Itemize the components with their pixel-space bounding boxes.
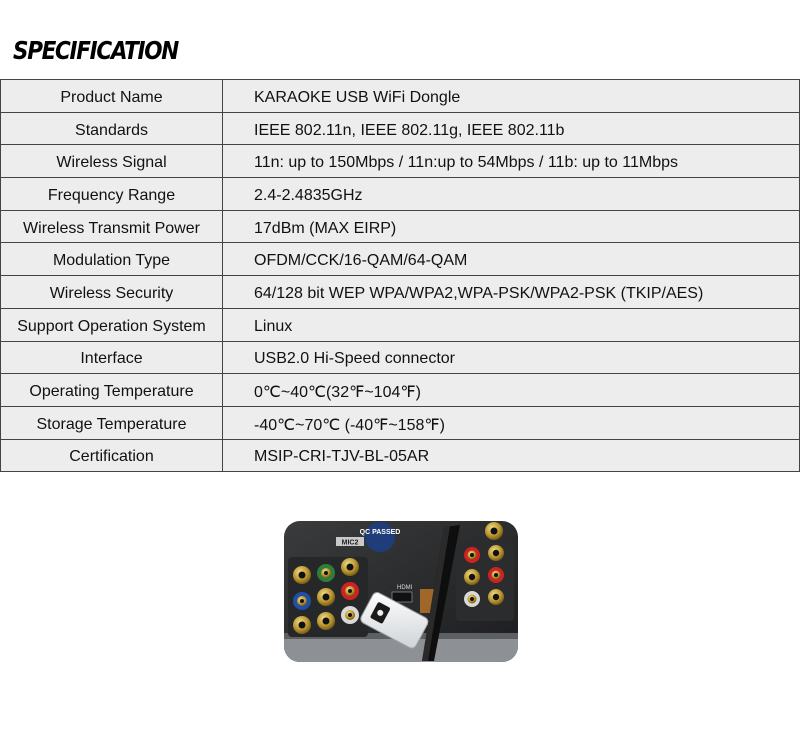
- table-row: Wireless Transmit Power 17dBm (MAX EIRP): [0, 209, 800, 244]
- spec-value: 17dBm (MAX EIRP): [222, 209, 800, 244]
- spec-value: MSIP-CRI-TJV-BL-05AR: [222, 438, 800, 473]
- spec-table: Product Name KARAOKE USB WiFi Dongle Sta…: [0, 79, 800, 473]
- table-row: Frequency Range 2.4-2.4835GHz: [0, 177, 800, 211]
- spec-value: USB2.0 Hi-Speed connector: [222, 340, 800, 375]
- table-row: Wireless Security 64/128 bit WEP WPA/WPA…: [0, 275, 800, 309]
- spec-label: Operating Temperature: [0, 373, 223, 407]
- spec-value: Linux: [222, 307, 800, 342]
- spec-value: KARAOKE USB WiFi Dongle: [222, 79, 800, 113]
- page-title: SPECIFICATION: [13, 36, 179, 65]
- spec-label: Wireless Signal: [0, 144, 223, 179]
- spec-label: Storage Temperature: [0, 405, 223, 440]
- panel-label: MIC2: [342, 540, 359, 547]
- spec-value: -40℃~70℃ (-40℉~158℉): [222, 405, 800, 440]
- port-label: HDMI: [397, 585, 413, 591]
- spec-label: Wireless Security: [0, 275, 223, 309]
- table-row: Certification MSIP-CRI-TJV-BL-05AR: [0, 438, 800, 473]
- spec-label: Certification: [0, 438, 223, 473]
- spec-value: 2.4-2.4835GHz: [222, 177, 800, 211]
- spec-label: Support Operation System: [0, 307, 223, 342]
- spec-label: Modulation Type: [0, 242, 223, 277]
- spec-label: Interface: [0, 340, 223, 375]
- spec-label: Standards: [0, 111, 223, 146]
- spec-value: 11n: up to 150Mbps / 11n:up to 54Mbps / …: [222, 144, 800, 179]
- table-row: Standards IEEE 802.11n, IEEE 802.11g, IE…: [0, 111, 800, 146]
- table-row: Product Name KARAOKE USB WiFi Dongle: [0, 79, 800, 113]
- spec-label: Wireless Transmit Power: [0, 209, 223, 244]
- spec-label: Frequency Range: [0, 177, 223, 211]
- table-row: Interface USB2.0 Hi-Speed connector: [0, 340, 800, 375]
- table-row: Modulation Type OFDM/CCK/16-QAM/64-QAM: [0, 242, 800, 277]
- spec-label: Product Name: [0, 79, 223, 113]
- spec-value: 64/128 bit WEP WPA/WPA2,WPA-PSK/WPA2-PSK…: [222, 275, 800, 309]
- spec-value: 0℃~40℃(32℉~104℉): [222, 373, 800, 407]
- product-photo: MIC2 QC PASSED HDMI: [284, 521, 518, 662]
- spec-value: IEEE 802.11n, IEEE 802.11g, IEEE 802.11b: [222, 111, 800, 146]
- table-row: Wireless Signal 11n: up to 150Mbps / 11n…: [0, 144, 800, 179]
- table-row: Operating Temperature 0℃~40℃(32℉~104℉): [0, 373, 800, 407]
- spec-value: OFDM/CCK/16-QAM/64-QAM: [222, 242, 800, 277]
- table-row: Storage Temperature -40℃~70℃ (-40℉~158℉): [0, 405, 800, 440]
- qc-sticker: QC PASSED: [360, 529, 401, 536]
- table-row: Support Operation System Linux: [0, 307, 800, 342]
